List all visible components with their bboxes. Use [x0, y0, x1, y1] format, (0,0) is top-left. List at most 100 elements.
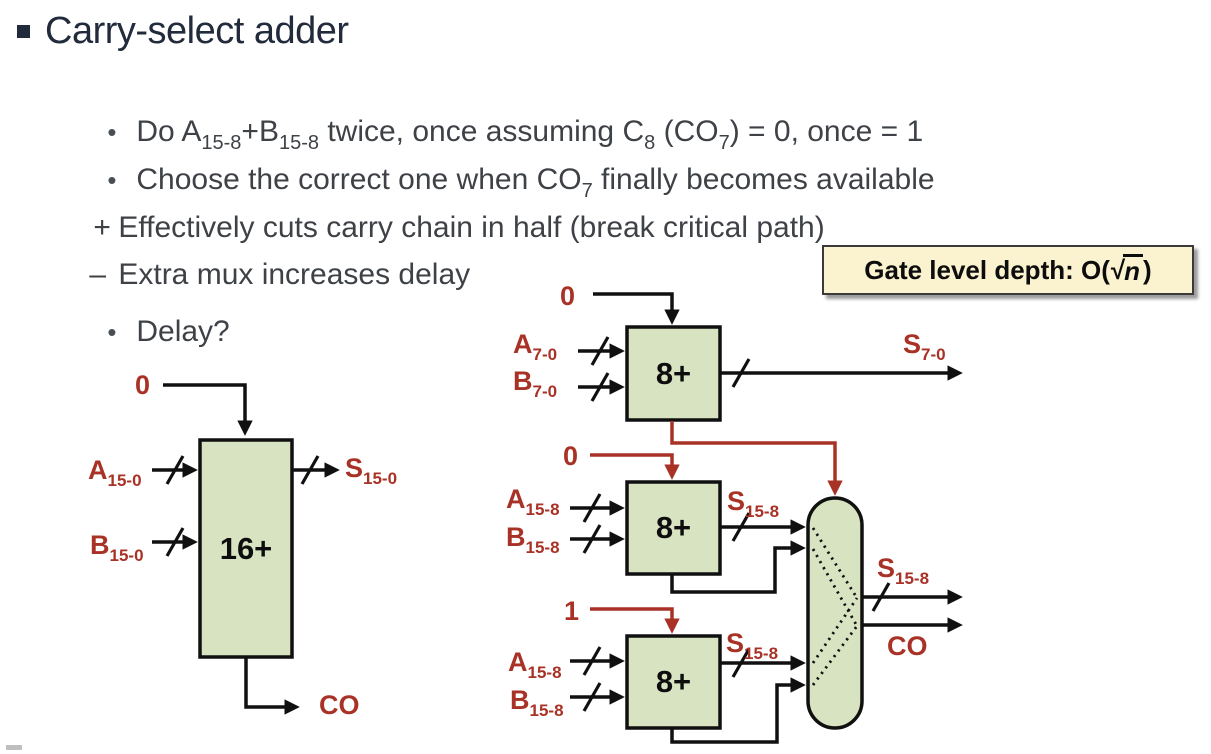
bullet-marker: • — [107, 317, 117, 347]
bullet-line-5: • Delay? — [74, 281, 230, 383]
signal-base: A — [508, 647, 528, 677]
wire-left-cin — [163, 383, 253, 436]
signal-sub: 7-0 — [532, 382, 558, 401]
mux-route-dotted — [811, 548, 859, 627]
signal-base: B — [506, 522, 526, 552]
signal-value: 0 — [560, 281, 576, 311]
bus-slash — [590, 336, 610, 366]
signal-base: A — [88, 455, 108, 485]
signal-sub: 15-8 — [895, 569, 930, 588]
mid-b-label: B15-8 — [506, 523, 560, 557]
left-a-label: A15-0 — [88, 456, 142, 490]
bullet-marker: • — [107, 165, 117, 195]
wire-left-co — [244, 658, 300, 715]
sqrt-symbol: √ — [1110, 254, 1126, 285]
signal-base: A — [506, 484, 526, 514]
bullet-sub: 15-8 — [201, 132, 242, 154]
signal-base: B — [90, 530, 110, 560]
signal-value: 0 — [563, 441, 579, 471]
signal-sub: 15-8 — [529, 701, 564, 720]
adder8-mid-box — [625, 480, 722, 576]
mux-capsule — [806, 496, 864, 730]
bullet-sub: 7 — [581, 180, 593, 202]
wire-top-cin — [593, 292, 680, 325]
bullet-text: +B — [241, 115, 279, 148]
callout-text: ) — [1143, 254, 1152, 285]
bullet-text: Delay? — [136, 315, 230, 348]
bullet-line-2: •Choose the correct one when CO7 finally… — [74, 129, 935, 237]
left-cin-label: 0 — [135, 371, 150, 399]
mux-s-label: S15-8 — [877, 554, 929, 588]
bullet-text: Choose the correct one when CO — [136, 163, 582, 196]
top-s-label: S7-0 — [903, 330, 946, 364]
mid-a-label: A15-8 — [506, 485, 560, 519]
bullet-sub: 7 — [718, 132, 730, 154]
signal-sub: 15-8 — [744, 644, 779, 663]
bus-slash — [582, 493, 602, 523]
page-title: Carry-select adder — [45, 10, 349, 52]
adder16-box — [198, 438, 294, 659]
left-b-label: B15-0 — [90, 531, 144, 565]
mux-route-dotted — [811, 625, 859, 686]
bullet-marker: • — [107, 117, 117, 147]
minus-marker: – — [89, 258, 107, 291]
adder8-mid-op-label: 8+ — [655, 510, 692, 545]
bus-slash — [590, 372, 610, 402]
bus-slash — [871, 582, 891, 612]
signal-base: A — [513, 329, 533, 359]
adder8-top-box — [625, 325, 722, 422]
bullet-text: twice, once assuming C — [318, 115, 645, 148]
signal-base: S — [345, 453, 364, 483]
bullet-text: Effectively cuts carry chain in half (br… — [118, 211, 825, 244]
bullet-text: finally becomes available — [592, 163, 935, 196]
wire-mid-carry — [670, 540, 806, 594]
signal-base: S — [903, 329, 922, 359]
wire-bot-carry — [670, 677, 806, 744]
bus-slash — [165, 527, 185, 557]
bus-slash — [165, 455, 185, 485]
bullet-line-4: –Extra mux increases delay — [56, 224, 470, 326]
signal-sub: 7-0 — [921, 345, 946, 364]
bullet-text: ) = 0, once = 1 — [729, 115, 924, 148]
signal-base: B — [510, 685, 530, 715]
signal-sub: 15-8 — [525, 500, 560, 519]
mid-cin-label: 0 — [563, 442, 578, 470]
top-b-label: B7-0 — [513, 367, 557, 401]
signal-value: 1 — [564, 596, 580, 626]
signal-base: S — [727, 486, 746, 516]
signal-base: S — [877, 553, 896, 583]
wire-mid-cin — [590, 453, 680, 480]
adder8-top-op-label: 8+ — [655, 355, 692, 391]
signal-sub: 15-8 — [527, 663, 562, 682]
bot-s-label: S15-8 — [726, 629, 778, 663]
signal-sub: 15-0 — [363, 469, 398, 488]
bus-slash — [731, 358, 751, 388]
signal-sub: 15-8 — [525, 538, 560, 557]
plus-marker: + — [93, 211, 111, 244]
signal-sub: 15-0 — [107, 471, 142, 490]
bot-cin-label: 1 — [564, 597, 579, 625]
signal-base: CO — [319, 690, 360, 720]
wire-bot-cin — [590, 607, 680, 634]
wire-carry-to-mux — [670, 421, 843, 496]
title-bullet-square — [17, 25, 30, 38]
bullet-text: Do A — [136, 115, 202, 148]
left-co-label: CO — [319, 691, 360, 719]
gate-depth-callout: Gate level depth: O(√n) — [822, 245, 1194, 295]
bullet-text: (CO — [655, 115, 719, 148]
adder8-bot-box — [625, 634, 722, 730]
left-s-label: S15-0 — [345, 454, 397, 488]
title-row: Carry-select adder — [17, 10, 349, 53]
signal-sub: 7-0 — [532, 345, 558, 364]
mux-co-label: CO — [887, 632, 928, 660]
bus-slash — [731, 648, 751, 678]
top-a-label: A7-0 — [513, 330, 557, 364]
top-cin-label: 0 — [560, 282, 575, 310]
bullet-sub: 8 — [644, 132, 656, 154]
signal-sub: 15-8 — [745, 502, 780, 521]
mid-s-label: S15-8 — [727, 487, 779, 521]
signal-base: B — [513, 366, 533, 396]
bullet-sub: 15-8 — [278, 132, 319, 154]
